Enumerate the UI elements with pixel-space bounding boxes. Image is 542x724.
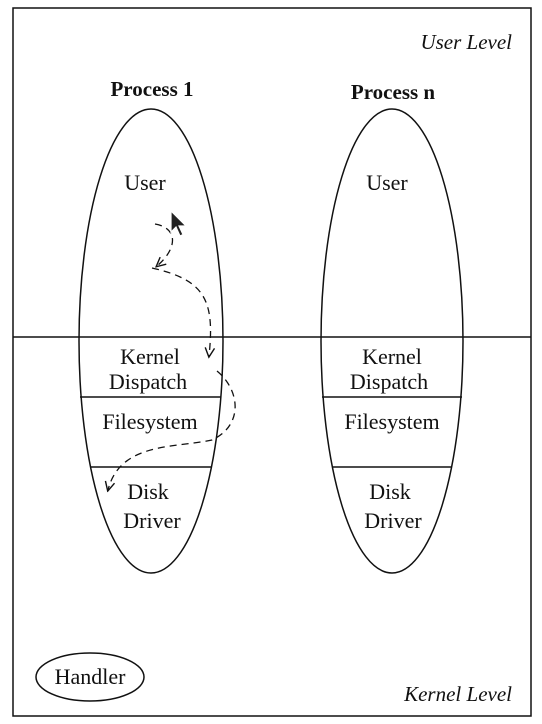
process-n-kernel-label: Kernel [362, 344, 422, 369]
call-path-user-to-dispatch [154, 223, 174, 266]
process-1-filesystem-label: Filesystem [102, 409, 197, 434]
process-n: Process n User Kernel Dispatch Filesyste… [320, 80, 464, 574]
user-level-label: User Level [420, 30, 512, 54]
process-1-disk-label: Disk [127, 479, 169, 504]
process-n-disk-label: Disk [369, 479, 411, 504]
mouse-cursor-icon [170, 209, 188, 237]
process-1-dispatch-label: Dispatch [109, 369, 187, 394]
call-path-to-disk-driver [108, 370, 236, 490]
handler: Handler [35, 652, 145, 702]
process-n-dispatch-label: Dispatch [350, 369, 428, 394]
process-1-ellipse [78, 108, 224, 574]
process-n-title: Process n [351, 80, 436, 104]
process-1-driver-label: Driver [123, 508, 181, 533]
process-n-driver-label: Driver [364, 508, 422, 533]
kernel-level-label: Kernel Level [403, 682, 512, 706]
process-n-ellipse [320, 108, 464, 574]
process-1: Process 1 User Kernel Dispatch Filesyste… [78, 77, 236, 574]
process-1-title: Process 1 [110, 77, 193, 101]
handler-label: Handler [55, 664, 127, 689]
outer-frame [12, 7, 532, 717]
call-path-dispatch-entry [151, 267, 211, 356]
process-1-kernel-label: Kernel [120, 344, 180, 369]
process-1-user-label: User [124, 170, 166, 195]
process-n-user-label: User [366, 170, 408, 195]
handler-ellipse [35, 652, 145, 702]
process-n-filesystem-label: Filesystem [344, 409, 439, 434]
